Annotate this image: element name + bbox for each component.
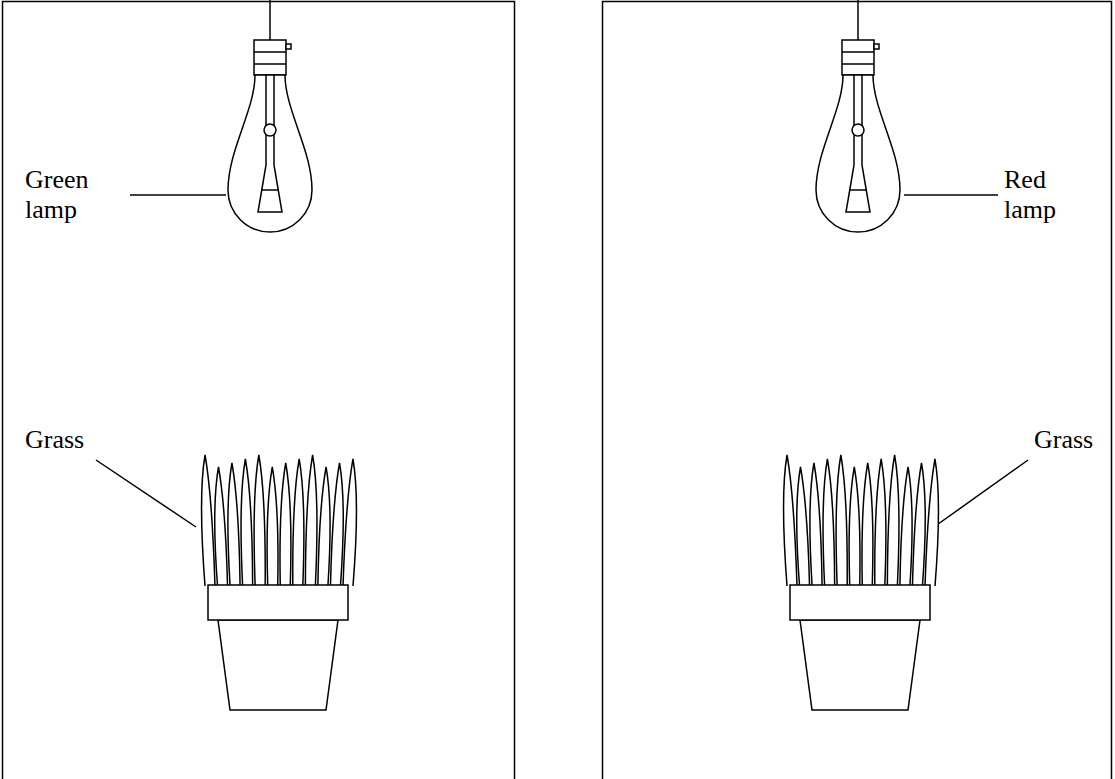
lamp-label: Red lamp (1004, 165, 1094, 225)
grass-blade (305, 455, 317, 586)
filament-wire (262, 189, 278, 191)
grass-blade (912, 463, 925, 586)
lamp-label: Green lamp (25, 165, 125, 225)
plant-label: Grass (25, 425, 115, 455)
grass-blade (849, 467, 860, 586)
socket-band (842, 51, 874, 53)
leader-line (96, 460, 196, 527)
socket-pin (286, 44, 291, 49)
grass-blade (887, 455, 899, 586)
filament-stem (861, 75, 863, 165)
socket-pin (874, 44, 879, 49)
grass-blade (267, 467, 278, 586)
grass-blade (228, 463, 240, 586)
filament-wire (258, 165, 282, 212)
grass-blade (797, 467, 810, 586)
pot-body (218, 620, 338, 710)
bulb-glass (228, 75, 312, 232)
socket-band (254, 51, 286, 53)
grass-blade (330, 463, 343, 586)
grass-blade (215, 467, 228, 586)
socket-band (254, 63, 286, 65)
grass-blade (862, 463, 873, 586)
filament-wire (846, 165, 870, 212)
grass-blade (810, 463, 822, 586)
grass-blade (875, 459, 886, 586)
leader-line (904, 194, 998, 196)
grass-blade (254, 455, 265, 586)
grass-blade (280, 463, 291, 586)
filament-wire (850, 189, 866, 191)
socket-band (842, 63, 874, 65)
grass-blade (836, 455, 847, 586)
grass-blade (900, 467, 912, 586)
pot-rim (790, 585, 930, 620)
grass-blade (318, 467, 330, 586)
lamp-socket (254, 40, 286, 75)
lamp-cord (269, 0, 271, 40)
filament-bead (852, 124, 864, 136)
leader-line (934, 460, 1028, 527)
grass-blade (784, 455, 797, 586)
bulb-glass (816, 75, 900, 232)
right-panel (603, 2, 1112, 779)
filament-bead (264, 124, 276, 136)
filament-stem (265, 75, 267, 165)
leader-line (130, 194, 226, 196)
filament-stem (853, 75, 855, 165)
grass-blade (293, 459, 304, 586)
pot-rim (208, 585, 348, 620)
pot-body (800, 620, 920, 710)
plant-label: Grass (1034, 425, 1109, 455)
grass-blade (241, 459, 253, 586)
grass-blade (823, 459, 835, 586)
left-panel (3, 2, 515, 779)
lamp-socket (842, 40, 874, 75)
filament-stem (273, 75, 275, 165)
grass-blade (202, 455, 215, 586)
grass-blade (343, 459, 356, 586)
lamp-cord (857, 0, 859, 40)
grass-blade (925, 459, 938, 586)
